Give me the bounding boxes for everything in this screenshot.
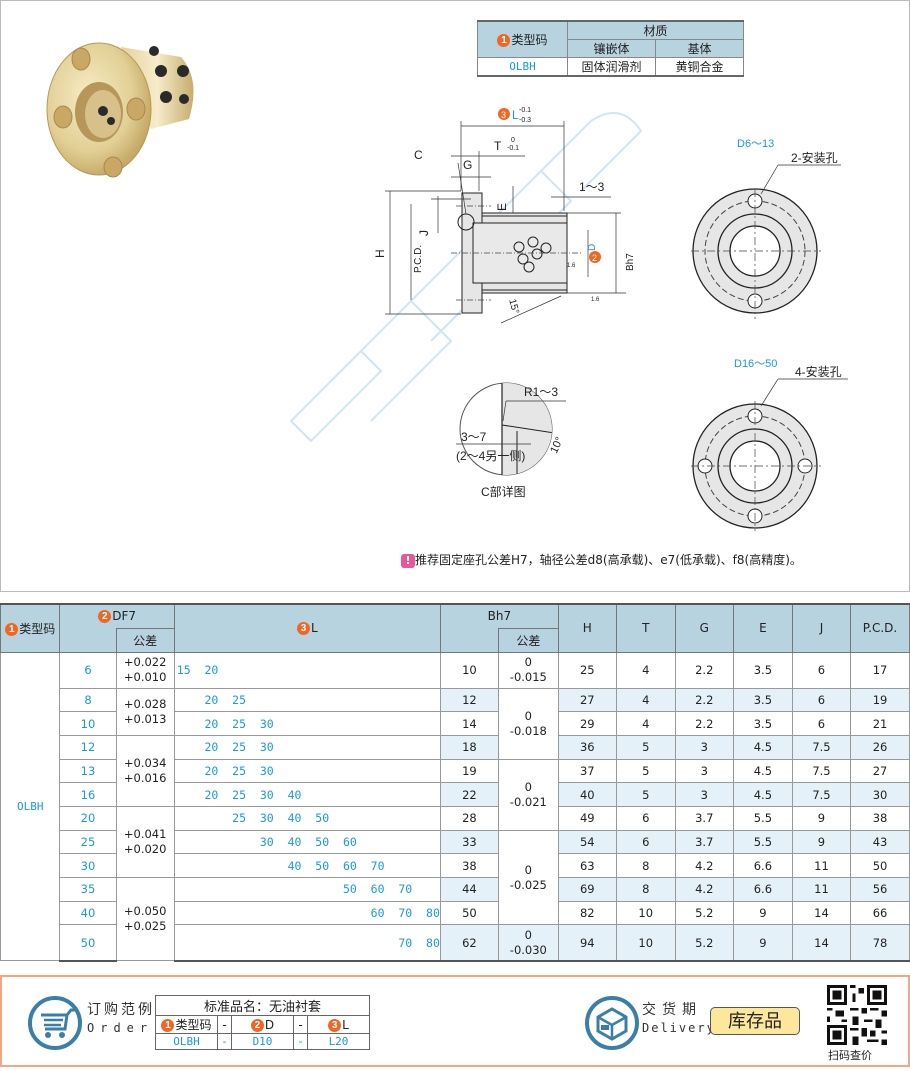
badge-1: 1 <box>497 34 511 47</box>
d-tolerance: +0.028+0.013 <box>115 687 175 736</box>
front-view-small: D6～13 2-安装孔 <box>691 138 841 319</box>
table-row: 12 +0.034+0.016 20 25 30 18 36 5 3 4.5 7… <box>1 734 910 807</box>
header-h: H <box>557 603 617 653</box>
d-tolerance: +0.022+0.010 <box>115 651 175 689</box>
base-header: 基体 <box>655 39 744 58</box>
base-cell: 黄铜合金 <box>655 57 744 77</box>
svg-text:15°: 15° <box>506 298 521 315</box>
badge-3: 3 <box>501 110 506 120</box>
b-tolerance: 0-0.018 <box>497 687 559 760</box>
header-d-tolerance: 公差 <box>115 627 175 653</box>
header-b: Bh7 <box>439 603 559 628</box>
svg-text:-0.1: -0.1 <box>519 107 531 114</box>
svg-text:1.6: 1.6 <box>591 297 600 303</box>
b-tolerance: 0-0.015 <box>497 651 559 689</box>
svg-text:Bh7: Bh7 <box>625 253 636 271</box>
product-photo <box>46 42 194 178</box>
technical-drawing: 3 L -0.1 -0.3 T 0 -0.1 C G 1～3 E J H P.C… <box>289 107 848 531</box>
svg-text:C: C <box>414 148 423 162</box>
header-e: E <box>732 603 793 653</box>
svg-text:C部详图: C部详图 <box>481 484 526 499</box>
svg-text:G: G <box>463 158 472 172</box>
b-tolerance: 0-0.021 <box>497 758 559 831</box>
table-row: 13 20 25 30 19 0-0.021 37 5 3 4.5 7.5 27 <box>1 758 910 831</box>
table-row: 20 +0.041+0.020 25 30 40 50 28 49 6 3.7 … <box>1 805 910 879</box>
svg-text:H: H <box>373 249 387 258</box>
b-tolerance: 0-0.025 <box>497 829 559 926</box>
svg-text:D6～13: D6～13 <box>737 138 774 150</box>
svg-text:E: E <box>495 203 509 211</box>
header-pcd: P.C.D. <box>850 603 910 653</box>
svg-text:3～7: 3～7 <box>461 430 487 444</box>
detail-c-view: R1～3 3～7 (2～4另一侧) 10° C部详图 <box>456 382 566 499</box>
order-label: 订购范例 Order <box>87 1002 155 1035</box>
header-j: J <box>791 603 852 653</box>
insert-header: 镶嵌体 <box>567 39 656 58</box>
type-code-cell: OLBH <box>477 57 568 77</box>
svg-text:2-安装孔: 2-安装孔 <box>791 150 838 165</box>
table-row: OLBH 6 +0.022+0.010 15 20 10 0-0.015 25 … <box>0 651 910 962</box>
d-tolerance: +0.034+0.016 <box>115 734 175 807</box>
svg-text:R1～3: R1～3 <box>524 385 558 399</box>
header-b-tolerance: 公差 <box>497 627 559 653</box>
svg-text:J: J <box>417 230 431 236</box>
badge-2: 2 <box>592 253 597 263</box>
qr-label: 扫码查价 <box>828 1049 872 1062</box>
d-tolerance: +0.041+0.020 <box>115 805 175 879</box>
front-view-large: D16～50 4-安装孔 <box>691 358 848 531</box>
table-row: 35 +0.050+0.025 50 60 70 44 69 8 4.2 6.6… <box>1 876 910 962</box>
svg-text:L: L <box>512 108 519 122</box>
svg-text:1～3: 1～3 <box>579 180 605 194</box>
shopping-cart-icon <box>28 996 82 1050</box>
type-code-cell: OLBH <box>0 651 61 962</box>
table-row: 50 70 80 62 0-0.030 94 10 5.2 9 14 78 <box>1 924 910 962</box>
insert-cell: 固体润滑剂 <box>567 57 656 77</box>
svg-text:P.C.D.: P.C.D. <box>413 245 424 273</box>
in-stock-badge: 库存品 <box>710 1007 800 1035</box>
svg-text:D: D <box>587 244 598 251</box>
table-row: 8 +0.028+0.013 20 25 12 0-0.018 27 4 2.2… <box>1 687 910 760</box>
table-row: 10 20 25 30 14 29 4 2.2 3.5 6 21 <box>1 711 910 736</box>
qr-code-icon[interactable] <box>827 985 887 1045</box>
header-t: T <box>615 603 676 653</box>
table-row: 30 40 50 60 70 38 63 8 4.2 6.6 11 50 <box>1 853 910 878</box>
tolerance-note: !推荐固定座孔公差H7，轴径公差d8(高承载)、e7(低承载)、f8(高精度)。 <box>401 551 802 568</box>
delivery-label: 交货期 Delivery <box>642 1002 716 1035</box>
warning-icon: ! <box>401 553 415 568</box>
table-row: 40 60 70 80 50 82 10 5.2 9 14 66 <box>1 900 910 926</box>
d-tolerance: +0.050+0.025 <box>115 876 175 962</box>
header-g: G <box>674 603 734 653</box>
svg-text:4-安装孔: 4-安装孔 <box>795 364 842 379</box>
svg-text:-0.1: -0.1 <box>507 145 519 152</box>
svg-text:D16～50: D16～50 <box>734 358 777 370</box>
svg-text:0: 0 <box>511 137 515 144</box>
svg-text:-0.3: -0.3 <box>519 117 531 124</box>
svg-text:1.6: 1.6 <box>567 263 576 269</box>
table-row: 25 30 40 50 60 33 0-0.025 54 6 3.7 5.5 9… <box>1 829 910 926</box>
standard-name: 标准品名：无油衬套 <box>155 995 370 1016</box>
svg-text:(2～4另一侧): (2～4另一侧) <box>456 449 525 463</box>
delivery-box-icon <box>585 996 639 1050</box>
b-tolerance: 0-0.030 <box>497 924 559 962</box>
svg-text:T: T <box>494 139 502 153</box>
